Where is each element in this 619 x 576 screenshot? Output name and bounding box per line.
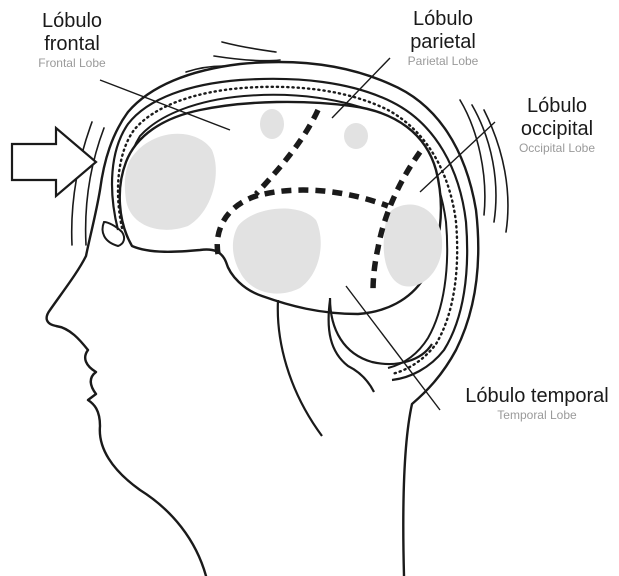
occipital-label-english: Occipital Lobe	[502, 142, 612, 156]
temporal-label-line1: Lóbulo temporal	[462, 385, 612, 408]
occipital-lobe-label: Lóbulo occipital Occipital Lobe	[502, 95, 612, 156]
parietal-label-line2: parietal	[390, 31, 496, 54]
temporal-label-english: Temporal Lobe	[462, 409, 612, 423]
frontal-label-line1: Lóbulo	[14, 10, 130, 33]
occipital-label-line2: occipital	[502, 118, 612, 141]
parietal-spot-2	[344, 123, 368, 149]
parietal-spot-1	[260, 109, 284, 139]
frontal-label-english: Frontal Lobe	[14, 57, 130, 71]
brainstem-left	[278, 300, 322, 436]
forehead-arrow-icon	[12, 128, 96, 196]
parietal-lobe-label: Lóbulo parietal Parietal Lobe	[390, 8, 496, 69]
eye-socket	[103, 222, 125, 246]
frontal-lobe-label: Lóbulo frontal Frontal Lobe	[14, 10, 130, 71]
parietal-label-english: Parietal Lobe	[390, 55, 496, 69]
parietal-label-line1: Lóbulo	[390, 8, 496, 31]
occipital-region	[384, 205, 443, 287]
frontal-label-line2: frontal	[14, 33, 130, 56]
temporal-lobe-label: Lóbulo temporal Temporal Lobe	[462, 385, 612, 423]
occipital-label-line1: Lóbulo	[502, 95, 612, 118]
